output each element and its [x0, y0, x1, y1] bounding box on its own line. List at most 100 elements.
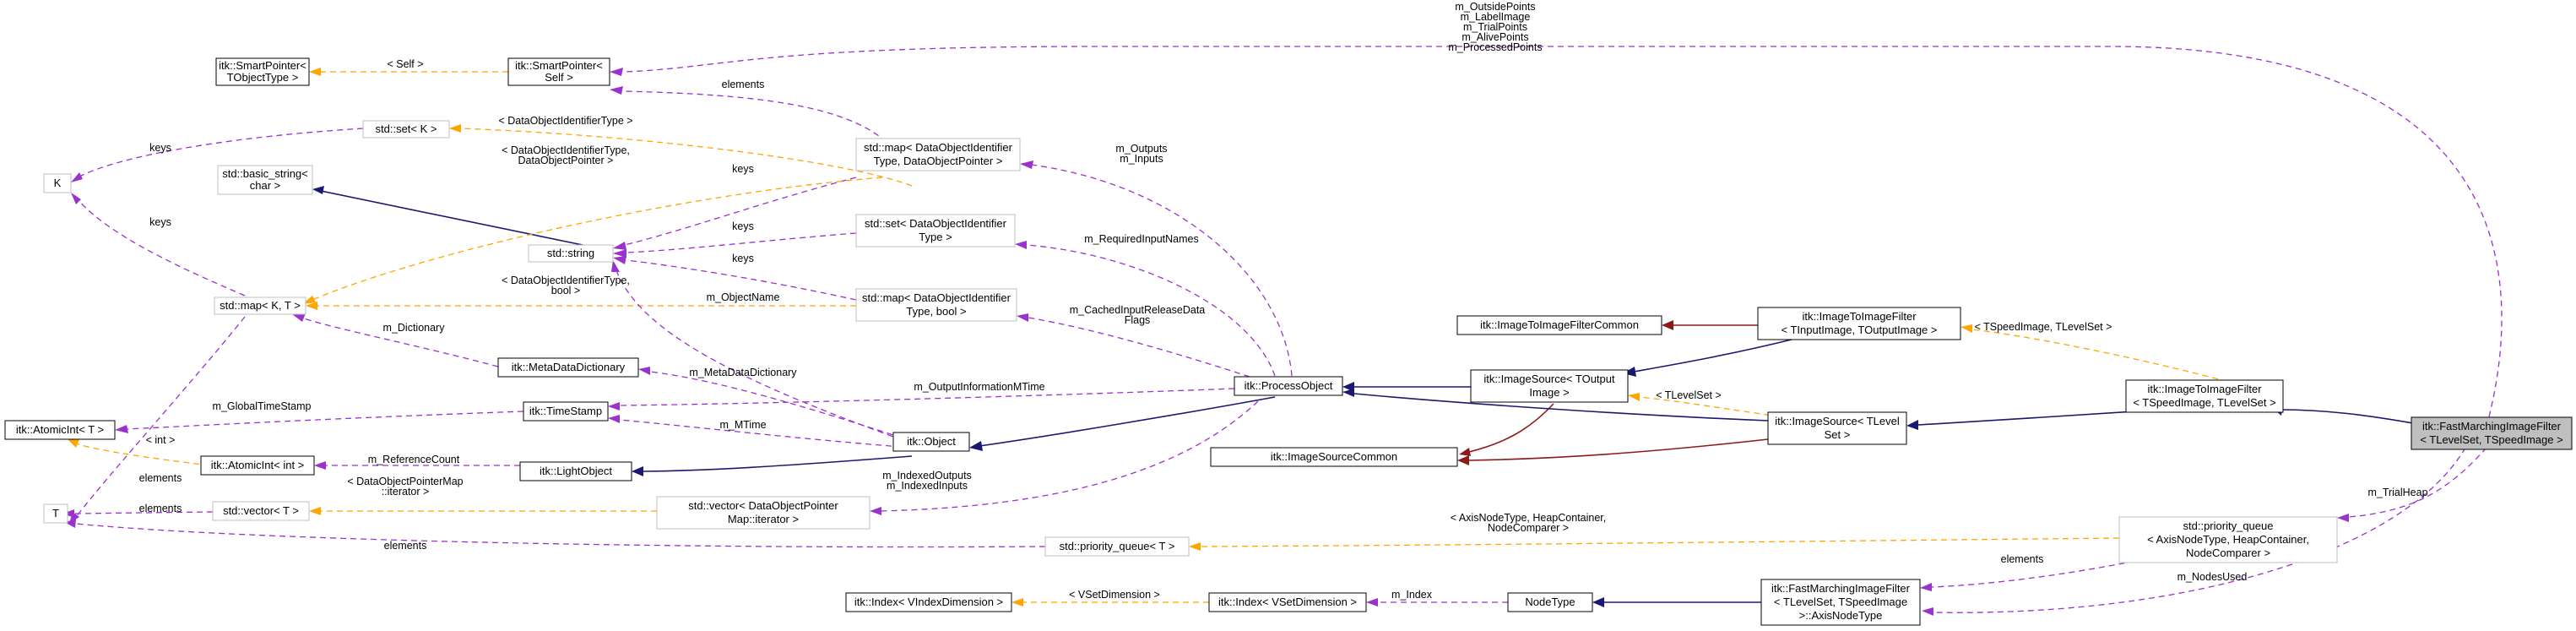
label-dictionary: m_Dictionary	[383, 322, 446, 334]
svg-text:Type >: Type >	[919, 231, 952, 243]
svg-text:m_Inputs: m_Inputs	[1120, 153, 1163, 165]
label-keys-map-ptr: keys	[732, 163, 754, 175]
arrowhead-m-index	[1366, 598, 1378, 607]
svg-text:< TLevelSet, TSpeedImage >: < TLevelSet, TSpeedImage >	[2420, 433, 2562, 446]
node-map-dataobject-bool[interactable]: std::map< DataObjectIdentifier Type, boo…	[855, 288, 1017, 322]
svg-text:Map::iterator >: Map::iterator >	[728, 513, 799, 525]
node-lightobject[interactable]: itk::LightObject	[519, 461, 632, 481]
edge-required-input-names	[1026, 244, 1276, 377]
label-object-name: m_ObjectName	[707, 291, 780, 303]
node-fastmarchingimagefilter[interactable]: itk::FastMarchingImageFilter < TLevelSet…	[2411, 416, 2573, 450]
arrowhead-output-information-mtime	[608, 402, 620, 411]
node-std-string[interactable]: std::string	[528, 244, 614, 263]
svg-text:Flags: Flags	[1125, 314, 1151, 326]
edge-output-information-mtime	[619, 388, 1235, 406]
svg-text:m_IndexedInputs: m_IndexedInputs	[887, 480, 968, 492]
arrowhead-index-template	[1011, 598, 1023, 607]
edge-global-timestamp	[126, 411, 524, 430]
arrowhead-required-input-names	[1015, 241, 1027, 249]
arrowhead-imagesource-tlevel-processobject	[1342, 389, 1354, 397]
svg-text:std::vector< T >: std::vector< T >	[223, 504, 299, 517]
svg-text:< TLevelSet, TSpeedImage: < TLevelSet, TSpeedImage	[1774, 596, 1907, 608]
svg-text:m_TrialPoints: m_TrialPoints	[1463, 21, 1527, 33]
svg-text:itk::SmartPointer<: itk::SmartPointer<	[515, 59, 603, 72]
arrowhead-itif-common	[1662, 320, 1673, 330]
edge-itif-template	[1971, 329, 2238, 385]
arrowhead-outputs-inputs	[1020, 160, 1033, 169]
edge-itif-tspeed-imagesource	[1917, 409, 2162, 426]
svg-text:m_CachedInputReleaseData: m_CachedInputReleaseData	[1070, 304, 1206, 316]
node-k[interactable]: K	[43, 173, 72, 193]
node-vector-dataobjectpointermap[interactable]: std::vector< DataObjectPointer Map::iter…	[656, 496, 870, 530]
arrowhead-mtime	[608, 415, 620, 423]
edge-map-kt-elements	[75, 316, 246, 518]
arrowhead-itif-template	[1960, 324, 1972, 333]
arrowhead-nodes-used	[1922, 607, 1933, 616]
arrowhead-global-timestamp	[115, 425, 128, 433]
edge-itif-imagesource	[1633, 337, 1799, 373]
node-smartpointer-tobjecttype[interactable]: itk::SmartPointer< TObjectType >	[215, 57, 310, 86]
node-set-dataobject[interactable]: std::set< DataObjectIdentifier Type >	[855, 214, 1016, 248]
edge-atomicint-template	[75, 443, 210, 466]
label-processed-points: m_OutsidePoints m_LabelImage m_TrialPoin…	[1448, 1, 1542, 53]
svg-text:m_OutsidePoints: m_OutsidePoints	[1455, 1, 1535, 13]
node-priority-queue-t[interactable]: std::priority_queue< T >	[1044, 536, 1190, 557]
edge-outputs-inputs	[1031, 164, 1293, 377]
node-itk-object[interactable]: itk::Object	[892, 432, 970, 452]
node-index-vsetdimension[interactable]: itk::Index< VSetDimension >	[1208, 592, 1367, 612]
label-elements-axis: elements	[2001, 553, 2044, 565]
node-std-set-k[interactable]: std::set< K >	[362, 120, 450, 139]
node-std-basic-string[interactable]: std::basic_string< char >	[217, 165, 313, 195]
node-imagetoimagefilter-tinputimage[interactable]: itk::ImageToImageFilter < TInputImage, T…	[1757, 307, 1961, 340]
node-imagesourcecommon[interactable]: itk::ImageSourceCommon	[1210, 447, 1458, 467]
svg-text:TObjectType >: TObjectType >	[227, 71, 299, 84]
edge-keys-map-ptr	[624, 177, 857, 246]
node-map-dataobject-pointer[interactable]: std::map< DataObjectIdentifier Type, Dat…	[855, 138, 1021, 171]
svg-text:< DataObjectIdentifierType,: < DataObjectIdentifierType,	[502, 275, 630, 286]
node-imagetoimagefilter-tspeedimage[interactable]: itk::ImageToImageFilter < TSpeedImage, T…	[2125, 379, 2284, 413]
svg-text:DataObjectPointer >: DataObjectPointer >	[518, 155, 614, 166]
label-map-tmpl-bool: < DataObjectIdentifierType, bool >	[502, 275, 630, 296]
node-index-vindexdimension[interactable]: itk::Index< VIndexDimension >	[845, 592, 1012, 612]
label-self: < Self >	[387, 58, 423, 70]
node-imagesource-toutputimage[interactable]: itk::ImageSource< TOutput Image >	[1470, 369, 1629, 403]
arrowhead-vector-template	[309, 507, 321, 515]
edge-imagesource-tlevel-common	[1468, 438, 1769, 461]
label-dataobjectpointermap-iter: < DataObjectPointerMap ::iterator >	[347, 476, 463, 498]
svg-text:itk::FastMarchingImageFilter: itk::FastMarchingImageFilter	[2422, 420, 2562, 432]
node-atomicint-t[interactable]: itk::AtomicInt< T >	[4, 420, 116, 440]
svg-text:std::string: std::string	[547, 247, 594, 259]
node-imagesource-tlevelset[interactable]: itk::ImageSource< TLevel Set >	[1767, 411, 1907, 445]
node-metadatadictionary[interactable]: itk::MetaDataDictionary	[497, 357, 639, 378]
edge-pq-template	[1200, 537, 2120, 547]
label-nodes-used: m_NodesUsed	[2177, 571, 2248, 583]
node-std-vector-t[interactable]: std::vector< T >	[212, 501, 310, 521]
arrowhead-axisnode-nodetype	[1592, 597, 1604, 607]
arrowhead-imagesource-template	[1628, 393, 1640, 401]
node-nodetype[interactable]: NodeType	[1507, 592, 1593, 612]
edge-map-kt-keys	[77, 199, 246, 296]
node-std-map-k-t[interactable]: std::map< K, T >	[214, 296, 306, 315]
edge-set-k-keys	[77, 128, 364, 178]
arrowhead-axis-elements	[1920, 583, 1932, 591]
node-timestamp[interactable]: itk::TimeStamp	[523, 401, 609, 422]
node-t[interactable]: T	[43, 503, 68, 524]
node-processobject[interactable]: itk::ProcessObject	[1234, 376, 1343, 396]
node-atomicint-int[interactable]: itk::AtomicInt< int >	[200, 455, 315, 476]
edge-nodes-used	[1933, 447, 2466, 613]
arrowhead-smartptr-tobject	[309, 68, 321, 76]
node-fastmarching-axisnodetype[interactable]: itk::FastMarchingImageFilter < TLevelSet…	[1760, 579, 1921, 626]
svg-text:itk::TimeStamp: itk::TimeStamp	[529, 405, 602, 417]
svg-text:itk::ImageSourceCommon: itk::ImageSourceCommon	[1271, 450, 1397, 463]
edge-map-kt-template-ptr	[312, 177, 883, 301]
node-smartpointer-self[interactable]: itk::SmartPointer< Self >	[507, 57, 610, 86]
arrowhead-basic-string	[312, 186, 324, 194]
svg-text:std::basic_string<: std::basic_string<	[222, 167, 308, 180]
edge-keys-map-bool	[626, 259, 857, 301]
svg-text:std::vector< DataObjectPointer: std::vector< DataObjectPointer	[688, 499, 838, 512]
edge-fastmarching-itif	[2279, 409, 2432, 427]
node-priority-queue-axisnodetype[interactable]: std::priority_queue < AxisNodeType, Heap…	[2118, 516, 2338, 563]
svg-text:NodeType: NodeType	[1525, 596, 1575, 608]
node-imagetoimagefiltercommon[interactable]: itk::ImageToImageFilterCommon	[1456, 315, 1662, 335]
svg-text:std::map< DataObjectIdentifier: std::map< DataObjectIdentifier	[862, 291, 1011, 304]
